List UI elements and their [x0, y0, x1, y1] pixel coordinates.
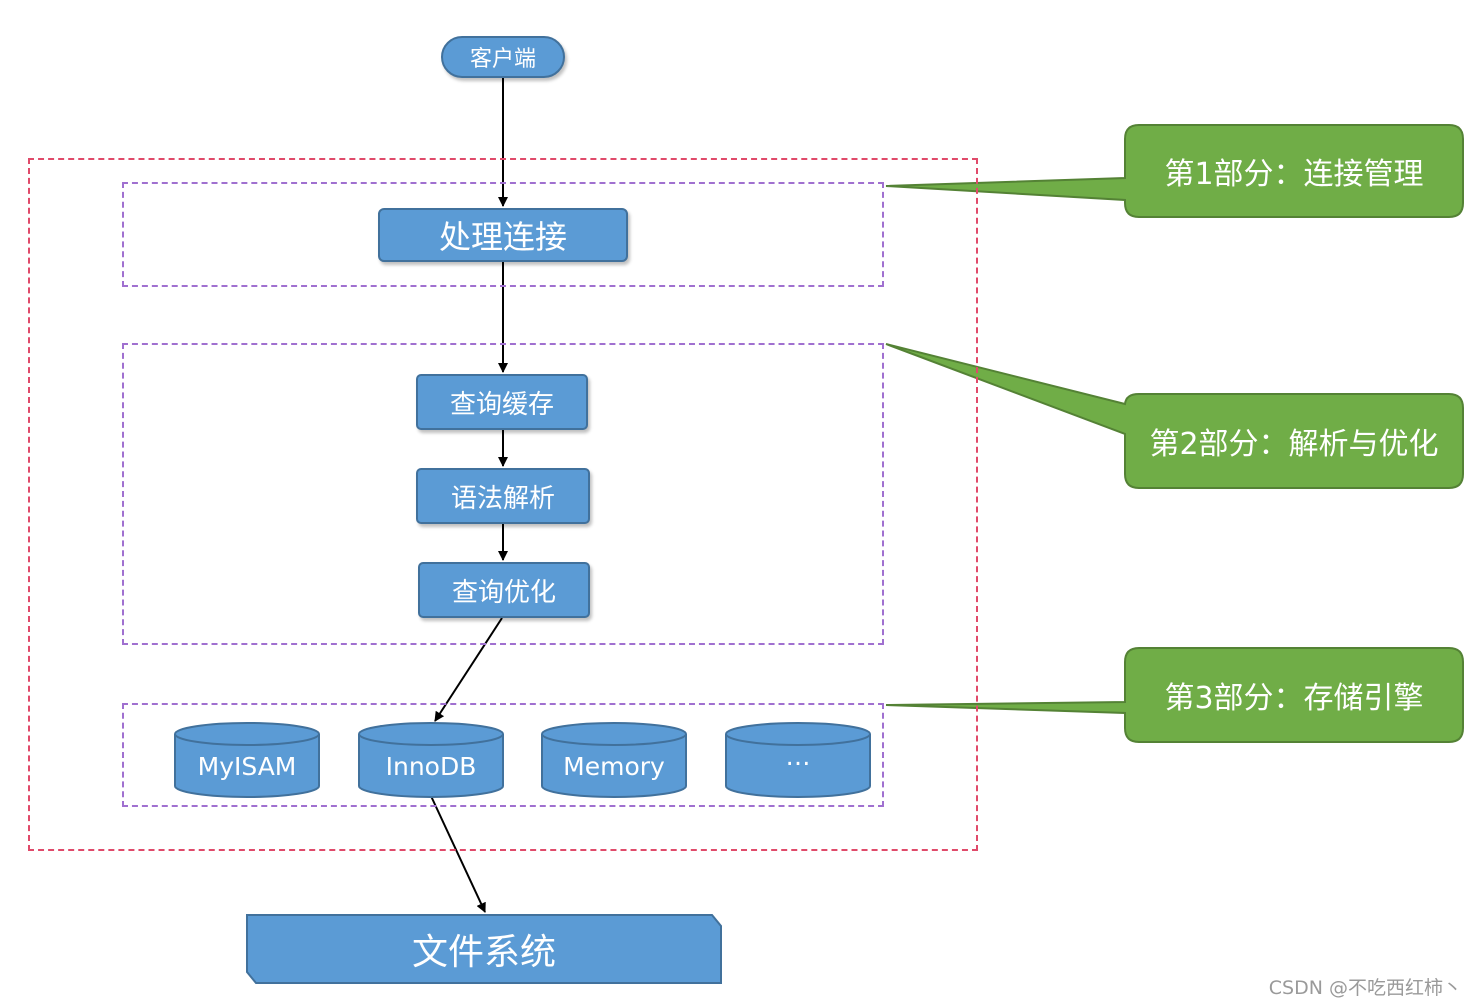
cylinder-shape — [358, 722, 504, 798]
query-optimize-node: 查询优化 — [418, 562, 590, 618]
engine-label: InnoDB — [385, 751, 477, 781]
filesystem-node: 文件系统 — [246, 914, 722, 984]
engine-label: MyISAM — [197, 751, 297, 781]
filesystem-shape — [246, 914, 722, 984]
filesystem-label: 文件系统 — [411, 932, 556, 973]
cylinder-shape — [174, 722, 320, 798]
arrow-innodb-to-filesystem — [430, 795, 486, 913]
callout-part2: 第2部分：解析与优化 — [1149, 427, 1439, 462]
engine-innodb: InnoDB — [358, 722, 504, 798]
callout-part1: 第1部分：连接管理 — [1164, 157, 1424, 192]
part3-boundary — [122, 703, 884, 807]
part1-boundary — [122, 182, 884, 287]
engine-myisam: MyISAM — [174, 722, 320, 798]
callout-2-shape — [885, 343, 1464, 489]
engine-label: … — [785, 741, 811, 771]
callout-part3: 第3部分：存储引擎 — [1164, 681, 1424, 716]
engine-memory: Memory — [541, 722, 687, 798]
callout-1-shape — [885, 124, 1464, 218]
engine-label: Memory — [563, 751, 665, 781]
client-node: 客户端 — [441, 36, 565, 78]
engine-other: … — [725, 722, 871, 798]
syntax-parse-node: 语法解析 — [416, 468, 590, 524]
callout-3-shape — [885, 647, 1464, 743]
query-cache-node: 查询缓存 — [416, 374, 588, 430]
connection-node: 处理连接 — [378, 208, 628, 262]
part2-boundary — [122, 343, 884, 645]
server-boundary — [28, 158, 978, 851]
watermark: CSDN @不吃西红柿丶 — [1268, 977, 1462, 999]
cylinder-shape — [725, 722, 871, 798]
cylinder-shape — [541, 722, 687, 798]
